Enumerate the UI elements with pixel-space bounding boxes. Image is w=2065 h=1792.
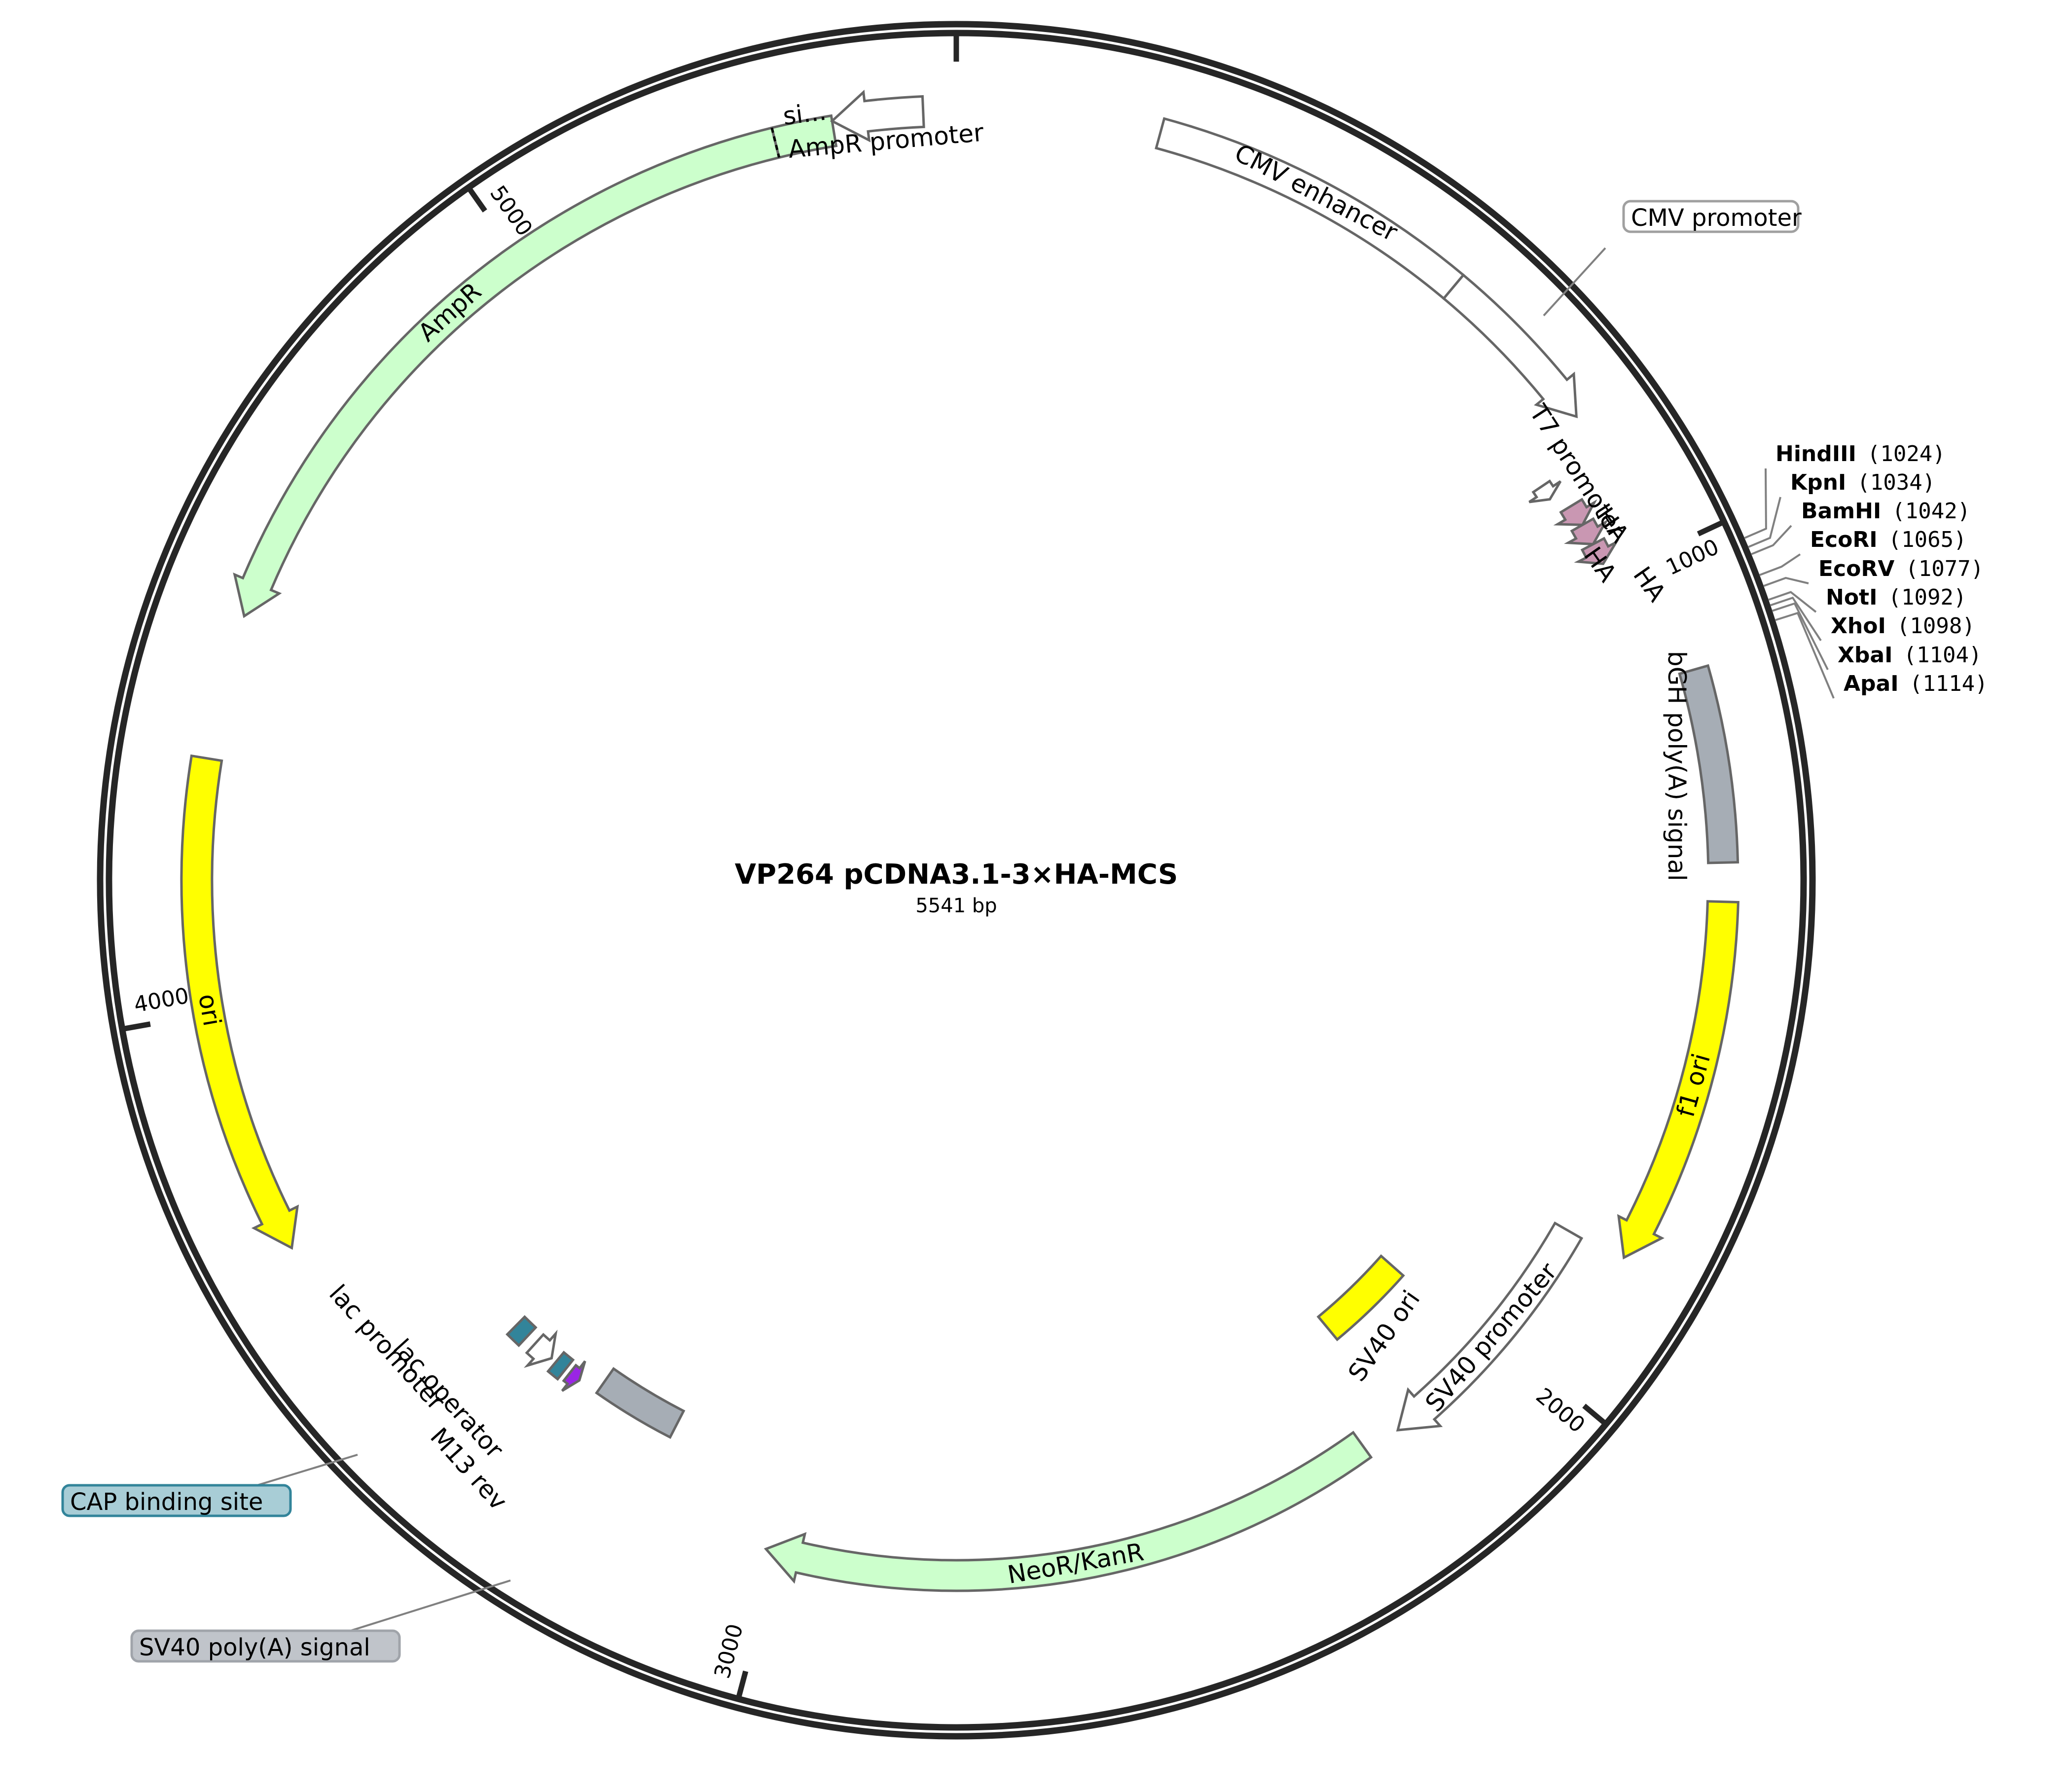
restriction-site-hindiii[interactable]: HindIII (1024)	[1775, 441, 1946, 466]
site-leader	[1744, 468, 1767, 539]
site-name: ApaI	[1844, 671, 1899, 696]
inner-strand	[106, 30, 1807, 1731]
outer-strand	[97, 21, 1816, 1740]
site-position: (1065)	[1888, 527, 1967, 552]
site-position: (1114)	[1910, 671, 1988, 696]
site-leader	[1747, 497, 1781, 548]
feature-f1-ori[interactable]	[1617, 900, 1739, 1260]
tick-label: 1000	[1662, 534, 1723, 580]
feature-ha-3[interactable]	[1574, 537, 1620, 566]
restriction-site-xhoi[interactable]: XhoI (1098)	[1831, 613, 1975, 639]
sv40-polya-box[interactable]	[130, 1629, 401, 1663]
cmv-promoter-box[interactable]	[1622, 200, 1800, 233]
feature-bgh-polya[interactable]	[1678, 664, 1739, 864]
site-name: EcoRV	[1818, 556, 1894, 581]
restriction-site-ecori[interactable]: EcoRI (1065)	[1810, 527, 1967, 552]
feature-cap-binding-site[interactable]	[506, 1315, 538, 1347]
feature-lac-promoter[interactable]	[524, 1329, 558, 1368]
site-position: (1042)	[1892, 499, 1970, 524]
feature-ampr-signal[interactable]	[770, 114, 838, 159]
site-name: BamHI	[1801, 499, 1881, 524]
restriction-sites: HindIII (1024) KpnI (1034) BamHI (1042) EcoRI (…	[1744, 441, 1988, 699]
site-name: HindIII	[1775, 441, 1856, 466]
feature-label-cmv-enhancer: CMV enhancer	[1230, 139, 1402, 247]
feature-ampr-promoter[interactable]	[830, 89, 925, 143]
plasmid-length: 5541 bp	[915, 895, 997, 917]
site-name: EcoRI	[1810, 527, 1878, 552]
cmv-promoter-box-text: CMV promoter	[1631, 204, 1802, 232]
feature-t7-promoter[interactable]	[1528, 479, 1562, 503]
site-name: XhoI	[1831, 613, 1886, 639]
site-name: NotI	[1826, 585, 1877, 610]
tick-mark	[468, 188, 487, 213]
site-name: KpnI	[1790, 470, 1846, 495]
feature-m13-rev[interactable]	[561, 1360, 586, 1392]
restriction-site-ecorv[interactable]: EcoRV (1077)	[1818, 556, 1984, 581]
site-position: (1092)	[1888, 585, 1966, 610]
tick-label: 5000	[485, 181, 537, 241]
site-name: XbaI	[1838, 643, 1892, 668]
cap-binding-site-box[interactable]	[61, 1484, 292, 1517]
feature-ha-1[interactable]	[1553, 498, 1597, 526]
cap-binding-site-box-text: CAP binding site	[70, 1488, 263, 1516]
backbone-ring	[97, 21, 1816, 1740]
site-leader	[1770, 596, 1822, 642]
site-leader	[1750, 525, 1792, 555]
site-leader	[1768, 591, 1817, 613]
feature-sv40-polya[interactable]	[595, 1367, 686, 1439]
feature-ha-2[interactable]	[1564, 517, 1609, 546]
site-leader	[1775, 611, 1835, 699]
site-leader	[1763, 576, 1809, 587]
feature-lac-operator[interactable]	[546, 1350, 575, 1381]
feature-neor-kanr[interactable]	[763, 1431, 1373, 1592]
site-position: (1034)	[1857, 470, 1935, 495]
tick-mark	[124, 1021, 151, 1032]
site-position: (1077)	[1905, 556, 1984, 581]
feature-ori[interactable]	[180, 754, 299, 1250]
restriction-site-apai[interactable]: ApaI (1114)	[1844, 671, 1988, 696]
tick-label: 2000	[1531, 1383, 1590, 1438]
ha-label-3: HA	[1628, 562, 1671, 607]
feature-label-ori: ori	[193, 992, 226, 1028]
feature-sv40-ori[interactable]	[1316, 1254, 1405, 1341]
restriction-site-bamhi[interactable]: BamHI (1042)	[1801, 499, 1970, 524]
tick-label: 3000	[710, 1621, 748, 1681]
feature-cmv-promoter[interactable]	[1442, 273, 1578, 419]
site-leader	[1772, 602, 1829, 670]
tick-label: 4000	[132, 983, 191, 1018]
si-label: si...	[781, 97, 828, 131]
plasmid-title-block: VP264 pCDNA3.1-3×HA-MCS 5541 bp	[735, 859, 1178, 917]
restriction-site-xbai[interactable]: XbaI (1104)	[1838, 643, 1982, 668]
site-position: (1104)	[1903, 643, 1982, 668]
callout-line	[1543, 247, 1606, 317]
site-position: (1098)	[1897, 613, 1975, 639]
tick-mark	[736, 1670, 749, 1697]
feature-cmv-enhancer[interactable]	[1155, 117, 1465, 300]
restriction-site-noti[interactable]: NotI (1092)	[1826, 585, 1966, 610]
feature-sv40-promoter[interactable]	[1396, 1221, 1584, 1432]
tick-mark	[1697, 520, 1723, 537]
sv40-polya-box-text: SV40 poly(A) signal	[139, 1634, 370, 1661]
site-position: (1024)	[1867, 441, 1946, 466]
plasmid-name: VP264 pCDNA3.1-3×HA-MCS	[735, 859, 1178, 891]
tick-mark	[1582, 1403, 1606, 1425]
restriction-site-kpni[interactable]: KpnI (1034)	[1790, 470, 1935, 495]
site-leader	[1759, 553, 1801, 576]
bgh-label: bGH poly(A) signal	[1663, 651, 1691, 881]
